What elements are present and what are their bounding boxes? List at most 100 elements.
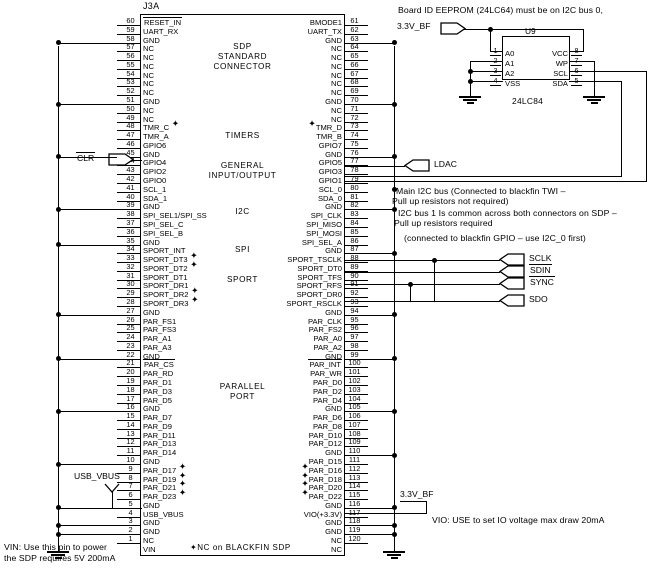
port-symbol-sync[interactable] (499, 277, 525, 290)
connector-pin[interactable]: PAR_RD (143, 369, 173, 378)
connector-pin[interactable]: SPORT_RSCLK (222, 299, 342, 308)
connector-pin[interactable]: SPI_SEL_A (222, 238, 342, 247)
connector-pin[interactable]: PAR_A0 (222, 334, 342, 343)
connector-pin[interactable]: GPIO5 (222, 158, 342, 167)
eeprom-pin-name[interactable]: VCC (551, 48, 568, 58)
eeprom-pin-name[interactable]: A1 (505, 58, 515, 68)
connector-pin[interactable]: NC (222, 536, 342, 545)
connector-pin[interactable]: GND (143, 527, 160, 536)
eeprom-pin-name[interactable]: A2 (505, 68, 515, 78)
connector-pin[interactable]: NC (222, 53, 342, 62)
connector-pin[interactable]: RESET_IN (143, 17, 183, 27)
connector-pin[interactable]: GND (222, 202, 342, 211)
connector-pin[interactable]: GND (222, 527, 342, 536)
connector-pin[interactable]: PAR_D14 (143, 448, 176, 457)
connector-pin[interactable]: PAR_A3 (143, 343, 172, 352)
connector-pin[interactable]: PAR_INT (222, 359, 342, 370)
connector-pin[interactable]: GND (222, 36, 342, 45)
connector-pin[interactable]: NC (143, 115, 154, 124)
connector-pin[interactable]: NC (143, 106, 154, 115)
connector-pin[interactable]: PAR_D8 (222, 422, 342, 431)
port-symbol-sdo[interactable] (499, 294, 525, 307)
connector-pin[interactable]: SPI_MOSI (222, 229, 342, 238)
connector-pin[interactable]: SPORT_TSCLK (222, 255, 342, 264)
connector-pin[interactable]: PAR_D15 (222, 457, 342, 466)
connector-pin[interactable]: SPORT_RFS (222, 281, 342, 290)
connector-pin[interactable]: SPI_CLK (222, 211, 342, 220)
connector-pin[interactable]: NC (222, 71, 342, 80)
connector-pin[interactable]: SPI_SEL_B (143, 229, 183, 238)
connector-pin[interactable]: NC (222, 79, 342, 88)
connector-pin[interactable]: NC (222, 545, 342, 554)
connector-pin[interactable]: SPI_SEL_C (143, 220, 184, 229)
connector-pin[interactable]: PAR_D9 (143, 422, 172, 431)
connector-pin[interactable]: NC (143, 79, 154, 88)
connector-pin[interactable]: TMR_B (222, 132, 342, 141)
connector-pin[interactable]: SCL_1 (143, 185, 166, 194)
connector-pin[interactable]: PAR_CLK (222, 317, 342, 326)
connector-pin[interactable]: SPORT_DT3 ✦ (143, 251, 198, 264)
eeprom-pin-name[interactable]: SDA (552, 78, 568, 88)
connector-pin[interactable]: USB_VBUS (143, 510, 184, 519)
connector-pin[interactable]: PAR_D1 (143, 378, 172, 387)
connector-pin[interactable]: SPORT_DT2 ✦ (143, 260, 198, 273)
connector-pin[interactable]: GND (222, 246, 342, 255)
eeprom-pin-name[interactable]: SCL (553, 68, 568, 78)
connector-pin[interactable]: PAR_D4 (222, 396, 342, 405)
connector-pin[interactable]: PAR_D12 (222, 439, 342, 448)
connector-pin[interactable]: SPORT_DT1 (143, 273, 188, 282)
connector-pin[interactable]: PAR_FS3 (143, 325, 176, 334)
connector-pin[interactable]: PAR_D23 ✦ (143, 488, 186, 501)
connector-pin[interactable]: SPORT_TFS (222, 273, 342, 282)
connector-pin[interactable]: SPORT_DR2 ✦ (143, 286, 198, 299)
connector-pin[interactable]: SPORT_DR0 (222, 290, 342, 299)
connector-pin[interactable]: NC (222, 115, 342, 124)
connector-pin[interactable]: ✦PAR_D22 (222, 488, 342, 501)
connector-pin[interactable]: PAR_FS1 (143, 317, 176, 326)
connector-pin[interactable]: PAR_D13 (143, 439, 176, 448)
connector-pin[interactable]: SDA_1 (143, 194, 167, 203)
connector-pin[interactable]: NC (222, 44, 342, 53)
connector-pin[interactable]: GPIO7 (222, 141, 342, 150)
connector-pin[interactable]: GND (143, 36, 160, 45)
connector-pin[interactable]: GND (143, 457, 160, 466)
connector-pin[interactable]: GND (222, 501, 342, 510)
connector-pin[interactable]: PAR_D10 (222, 431, 342, 440)
connector-pin[interactable]: GND (143, 501, 160, 510)
connector-pin[interactable]: PAR_WR (222, 369, 342, 378)
connector-pin[interactable]: PAR_D21 ✦ (143, 479, 186, 492)
connector-pin[interactable]: PAR_D7 (143, 413, 172, 422)
connector-pin[interactable]: PAR_FS2 (222, 325, 342, 334)
connector-pin[interactable]: PAR_D6 (222, 413, 342, 422)
connector-pin[interactable]: VIN (143, 545, 156, 554)
connector-pin[interactable]: GPIO0 (143, 176, 166, 185)
connector-pin[interactable]: GPIO1 (222, 176, 342, 185)
connector-pin[interactable]: TMR_C ✦ (143, 119, 179, 132)
connector-pin[interactable]: NC (143, 88, 154, 97)
connector-pin[interactable]: GND (222, 308, 342, 317)
connector-pin[interactable]: GND (143, 150, 160, 159)
connector-pin[interactable]: UART_RX (143, 27, 178, 36)
connector-pin[interactable]: GND (222, 518, 342, 527)
connector-pin[interactable]: NC (222, 106, 342, 115)
port-symbol-clr[interactable] (108, 153, 134, 166)
connector-pin[interactable]: GND (143, 352, 160, 361)
connector-pin[interactable]: NC (143, 53, 154, 62)
connector-pin[interactable]: NC (222, 62, 342, 71)
connector-pin[interactable]: NC (222, 88, 342, 97)
connector-pin[interactable]: SCL_0 (222, 185, 342, 194)
connector-pin[interactable]: GND (143, 202, 160, 211)
connector-pin[interactable]: SPI_MISO (222, 220, 342, 229)
eeprom-pin-name[interactable]: WP (555, 58, 568, 68)
connector-pin[interactable]: GND (222, 352, 342, 361)
power-symbol-3v3bf-top[interactable] (440, 22, 466, 35)
connector-pin[interactable]: NC (143, 71, 154, 80)
connector-pin[interactable]: SPORT_DR3 ✦ (143, 295, 198, 308)
connector-pin[interactable]: PAR_D2 (222, 387, 342, 396)
connector-pin[interactable]: NC (143, 536, 154, 545)
connector-pin[interactable]: GND (143, 238, 160, 247)
connector-pin[interactable]: GND (222, 150, 342, 159)
connector-pin[interactable]: PAR_D5 (143, 396, 172, 405)
connector-pin[interactable]: PAR_A1 (143, 334, 172, 343)
connector-pin[interactable]: SPORT_DR1 (143, 281, 188, 290)
